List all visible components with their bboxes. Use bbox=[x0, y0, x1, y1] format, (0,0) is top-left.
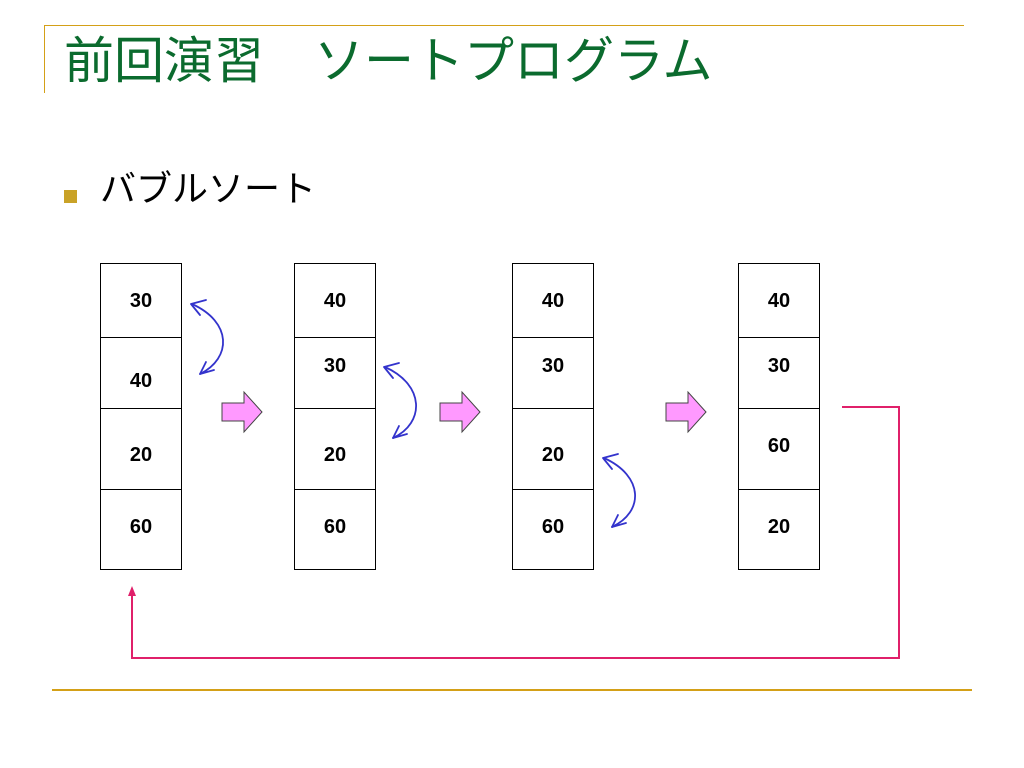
array-cell bbox=[738, 408, 820, 490]
cell-value: 30 bbox=[541, 355, 565, 377]
loop-back-arrow bbox=[128, 406, 900, 659]
cell-value: 60 bbox=[767, 435, 791, 457]
array-cell bbox=[738, 489, 820, 570]
slide-title: 前回演習 ソートプログラム bbox=[64, 32, 713, 90]
array-cell bbox=[294, 489, 376, 570]
cell-value: 60 bbox=[323, 516, 347, 538]
swap-arrow bbox=[602, 453, 636, 528]
cell-value: 40 bbox=[323, 290, 347, 312]
cell-value: 30 bbox=[323, 355, 347, 377]
swap-arrow bbox=[190, 299, 224, 375]
cell-value: 60 bbox=[541, 516, 565, 538]
bullet-marker bbox=[64, 190, 77, 203]
top-rule bbox=[44, 25, 964, 26]
cell-value: 20 bbox=[767, 516, 791, 538]
array-cell bbox=[512, 489, 594, 570]
step-arrow-icon bbox=[221, 390, 263, 434]
step-arrow-icon bbox=[439, 390, 481, 434]
cell-value: 60 bbox=[129, 516, 153, 538]
array-cell bbox=[512, 408, 594, 490]
bullet-text: バブルソート bbox=[100, 169, 317, 210]
array-cell bbox=[100, 408, 182, 490]
cell-value: 40 bbox=[767, 290, 791, 312]
array-cell bbox=[512, 337, 594, 409]
cell-value: 40 bbox=[541, 290, 565, 312]
cell-value: 40 bbox=[129, 370, 153, 392]
cell-value: 20 bbox=[541, 444, 565, 466]
cell-value: 20 bbox=[323, 444, 347, 466]
cell-value: 30 bbox=[129, 290, 153, 312]
cell-value: 30 bbox=[767, 355, 791, 377]
swap-arrow bbox=[383, 362, 417, 439]
array-cell bbox=[738, 337, 820, 409]
cell-value: 20 bbox=[129, 444, 153, 466]
array-cell bbox=[294, 337, 376, 409]
bottom-rule bbox=[52, 689, 972, 691]
array-cell bbox=[100, 489, 182, 570]
title-side-rule bbox=[44, 25, 45, 93]
array-cell bbox=[294, 263, 376, 338]
step-arrow-icon bbox=[665, 390, 707, 434]
array-cell bbox=[100, 263, 182, 338]
